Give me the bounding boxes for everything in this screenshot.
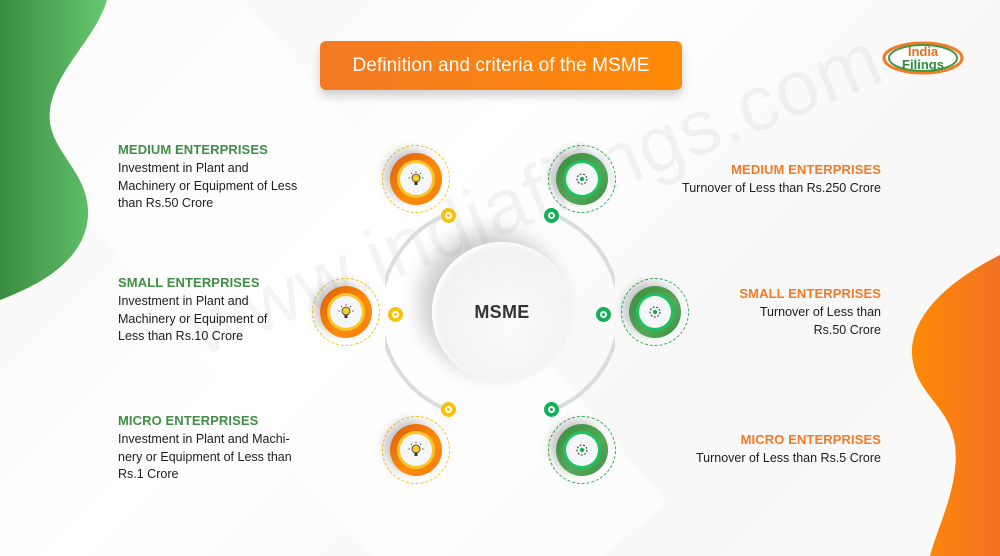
connector-dot-micro-turnover <box>544 402 559 417</box>
investment-micro-block: MICRO ENTERPRISES Investment in Plant an… <box>118 413 338 484</box>
block-heading: SMALL ENTERPRISES <box>739 286 881 301</box>
gear-icon <box>566 163 598 195</box>
turnover-badge-micro <box>548 416 616 484</box>
block-description: Investment in Plant and Machinery or Equ… <box>118 294 268 343</box>
connector-dot-micro-investment <box>441 402 456 417</box>
block-heading: MICRO ENTERPRISES <box>118 413 259 428</box>
page-title: Definition and criteria of the MSME <box>352 54 650 76</box>
turnover-medium-block: MEDIUM ENTERPRISES Turnover of Less than… <box>641 162 881 198</box>
indiafilings-logo[interactable]: India Filings <box>882 41 964 75</box>
logo-ellipse-icon <box>882 41 964 75</box>
logo-line-1: India <box>907 44 939 59</box>
gear-icon <box>639 296 671 328</box>
msme-center-circle: MSME <box>432 242 572 382</box>
connector-dot-medium-investment <box>441 208 456 223</box>
orange-wave-decoration <box>911 255 1000 556</box>
turnover-small-block: SMALL ENTERPRISES Turnover of Less than … <box>701 286 881 339</box>
investment-medium-block: MEDIUM ENTERPRISES Investment in Plant a… <box>118 142 338 213</box>
logo-text: India Filings <box>882 41 964 71</box>
investment-badge-micro <box>382 416 450 484</box>
block-heading: MEDIUM ENTERPRISES <box>118 142 268 157</box>
block-heading: MICRO ENTERPRISES <box>740 432 881 447</box>
connector-dot-small-investment <box>388 307 403 322</box>
block-heading: MEDIUM ENTERPRISES <box>731 162 881 177</box>
lightbulb-icon <box>400 163 432 195</box>
block-description: Turnover of Less than Rs.5 Crore <box>695 451 881 465</box>
block-description: Turnover of Less than Rs.250 Crore <box>682 181 881 195</box>
block-description: Turnover of Less than Rs.50 Crore <box>759 305 881 337</box>
gear-icon <box>566 434 598 466</box>
investment-badge-small <box>312 278 380 346</box>
investment-small-block: SMALL ENTERPRISES Investment in Plant an… <box>118 275 318 346</box>
block-description: Investment in Plant and Machinery or Equ… <box>118 161 298 210</box>
lightbulb-icon <box>330 296 362 328</box>
center-label: MSME <box>474 301 530 322</box>
block-description: Investment in Plant and Machi- nery or E… <box>118 432 292 481</box>
connector-arcs <box>385 212 615 412</box>
connector-dot-medium-turnover <box>544 208 559 223</box>
connector-dot-small-turnover <box>596 307 611 322</box>
title-banner: Definition and criteria of the MSME <box>320 41 682 90</box>
turnover-badge-medium <box>548 145 616 213</box>
lightbulb-icon <box>400 434 432 466</box>
green-wave-decoration <box>0 0 107 300</box>
turnover-micro-block: MICRO ENTERPRISES Turnover of Less than … <box>641 432 881 468</box>
investment-badge-medium <box>382 145 450 213</box>
turnover-badge-small <box>621 278 689 346</box>
logo-line-2: Filings <box>902 57 944 72</box>
block-heading: SMALL ENTERPRISES <box>118 275 260 290</box>
